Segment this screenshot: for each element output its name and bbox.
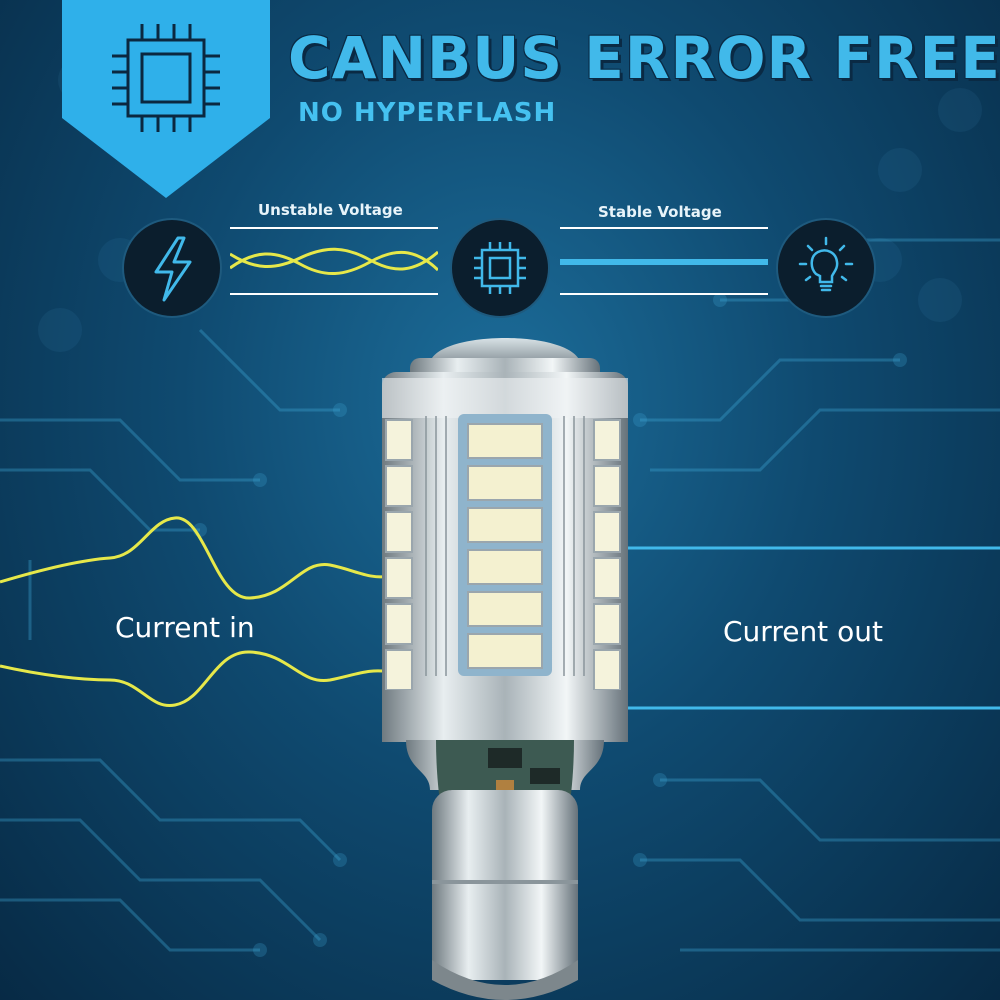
- led-bulb: [382, 338, 628, 1000]
- page-title: CANBUS ERROR FREE: [288, 24, 1000, 92]
- lightning-icon: [154, 236, 192, 302]
- current-out-lines: [600, 546, 1000, 710]
- current-in-label: Current in: [115, 611, 255, 644]
- unstable-voltage-lines: [230, 227, 438, 295]
- current-in-wave: [0, 516, 390, 708]
- current-out-label: Current out: [723, 615, 883, 648]
- chip-icon: [474, 242, 526, 294]
- chip-badge: [62, 0, 270, 198]
- chip-circle: [450, 218, 550, 318]
- stable-voltage-label: Stable Voltage: [598, 203, 722, 221]
- unstable-voltage-label: Unstable Voltage: [258, 201, 403, 219]
- page-subtitle: NO HYPERFLASH: [298, 98, 557, 128]
- lightbulb-icon: [798, 236, 854, 292]
- lightbulb-circle: [776, 218, 876, 318]
- stable-voltage-lines: [560, 227, 768, 295]
- chip-icon: [112, 24, 220, 132]
- lightning-circle: [122, 218, 222, 318]
